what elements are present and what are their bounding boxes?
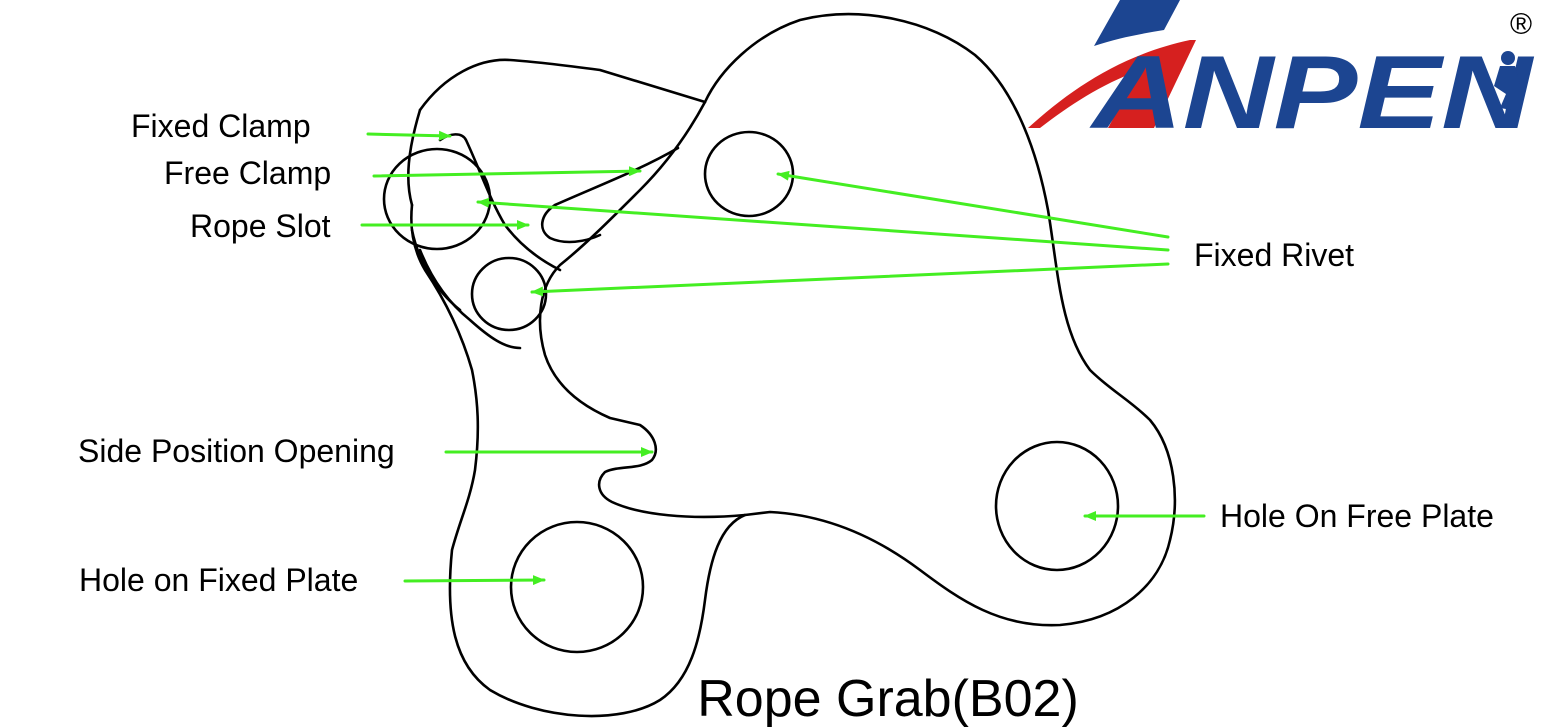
top-link-plate	[418, 58, 707, 112]
logo-red-swoosh	[1028, 40, 1196, 128]
device-drawing	[382, 12, 1177, 718]
arrow-fixed-rivet-1	[776, 170, 1170, 239]
left-cam-inner-outline	[410, 228, 462, 312]
arrow-fixed-clamp	[366, 130, 452, 141]
left-cam-outline	[418, 248, 522, 350]
climber-icon	[1494, 51, 1522, 110]
hole-free-plate-circle	[994, 440, 1120, 572]
brand-logo: ANPEN ®	[1028, 0, 1534, 151]
callout-labels: Fixed Clamp Free Clamp Rope Slot Fixed R…	[78, 108, 1494, 598]
free-plate-outline	[407, 108, 422, 207]
fixed-plate-outline	[410, 12, 1177, 718]
callout-arrows	[360, 130, 1206, 586]
fixed-rivet-left	[470, 256, 548, 332]
arrow-fixed-rivet-3	[530, 262, 1170, 297]
rope-slot-outline	[541, 146, 680, 244]
arrow-free-clamp	[372, 166, 642, 178]
logo-blue-accent	[1094, 0, 1180, 46]
fixed-rivet-top-right	[703, 130, 795, 218]
label-fixed-clamp: Fixed Clamp	[131, 108, 311, 144]
label-rope-slot: Rope Slot	[190, 208, 331, 244]
free-clamp-outline	[538, 100, 747, 519]
arrow-fixed-rivet-2	[476, 197, 1170, 252]
label-hole-on-fixed-plate: Hole on Fixed Plate	[79, 562, 358, 598]
rope-slot-circle	[382, 147, 492, 251]
label-hole-on-free-plate: Hole On Free Plate	[1220, 498, 1494, 534]
label-side-position-opening: Side Position Opening	[78, 433, 395, 469]
diagram-title: Rope Grab(B02)	[697, 670, 1079, 727]
registered-mark-icon: ®	[1510, 8, 1532, 41]
arrow-hole-fixed-plate	[403, 575, 546, 586]
hole-fixed-plate-circle	[509, 520, 645, 654]
label-free-clamp: Free Clamp	[164, 155, 331, 191]
logo-wordmark: ANPEN	[1088, 35, 1534, 151]
label-fixed-rivet: Fixed Rivet	[1194, 237, 1354, 273]
fixed-clamp-outline	[438, 133, 562, 272]
